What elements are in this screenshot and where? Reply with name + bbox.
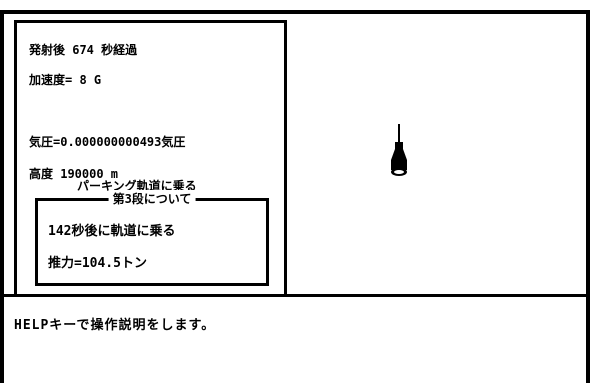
pressure-readout: 気圧=0.000000000493気圧 [29,135,186,149]
orbit-time-readout: 142秒後に軌道に乗る [48,224,176,239]
rocket-icon [386,122,412,182]
third-stage-box: 第3段について 142秒後に軌道に乗る 推力=104.5トン [35,190,269,286]
third-stage-title: 第3段について [108,190,196,207]
divider [4,294,586,297]
screen-frame [0,10,590,383]
thrust-readout: 推力=104.5トン [48,256,147,271]
altitude-readout: 高度 190000 m [29,167,119,181]
elapsed-time-readout: 発射後 674 秒経過 [29,43,138,57]
status-panel: 発射後 674 秒経過 加速度= 8 G 気圧=0.000000000493気圧… [14,20,287,297]
parking-orbit-notice: パーキング軌道に乗る [77,179,197,193]
help-instruction: HELPキーで操作説明をします。 [14,318,216,333]
acceleration-readout: 加速度= 8 G [29,73,102,87]
